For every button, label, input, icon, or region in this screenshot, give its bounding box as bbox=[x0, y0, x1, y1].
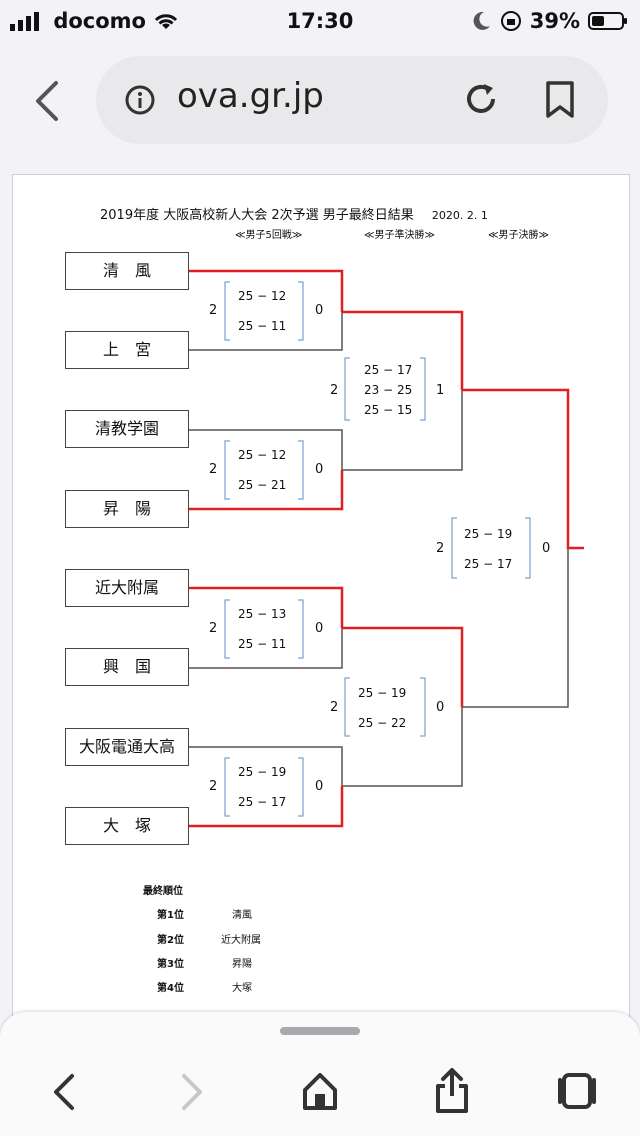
match-sets-won: 1 bbox=[436, 383, 445, 398]
team-name: 上 宮 bbox=[102, 340, 151, 359]
match-sets-won: 2 bbox=[330, 700, 339, 715]
set-score: 25 − 21 bbox=[238, 478, 287, 492]
battery-percent: 39% bbox=[529, 9, 580, 33]
team-name: 昇 陽 bbox=[102, 499, 151, 518]
team-box: 上 宮 bbox=[65, 331, 189, 369]
carrier-label: docomo bbox=[53, 9, 146, 33]
set-score: 25 − 22 bbox=[358, 716, 407, 730]
document-title: 2019年度 大阪高校新人大会 2次予選 男子最終日結果 2020. 2. 1 bbox=[100, 204, 488, 223]
match-sets-won: 2 bbox=[436, 541, 445, 556]
bookmark-icon[interactable] bbox=[544, 80, 576, 120]
document-page bbox=[12, 174, 630, 1046]
match-sets-won: 2 bbox=[209, 621, 218, 636]
match-sets-won: 2 bbox=[209, 462, 218, 477]
team-name: 清 風 bbox=[102, 261, 151, 280]
match-sets-won: 0 bbox=[315, 462, 324, 477]
team-box: 興 国 bbox=[65, 648, 189, 686]
battery-icon bbox=[588, 12, 627, 30]
round-label-semifinal: ≪男子準決勝≫ bbox=[364, 230, 435, 241]
set-score: 25 − 19 bbox=[464, 527, 513, 541]
team-box: 昇 陽 bbox=[65, 490, 189, 528]
set-score: 25 − 17 bbox=[464, 557, 513, 571]
team-box: 清教学園 bbox=[65, 410, 189, 448]
set-score: 25 − 17 bbox=[364, 363, 413, 377]
tabs-icon[interactable] bbox=[556, 1070, 598, 1112]
team-box: 大 塚 bbox=[65, 807, 189, 845]
set-score: 25 − 13 bbox=[238, 607, 287, 621]
carrier: docomo bbox=[10, 9, 179, 33]
team-box: 大阪電通大高 bbox=[65, 728, 189, 766]
info-icon[interactable] bbox=[124, 84, 156, 116]
document-date: 2020. 2. 1 bbox=[431, 209, 488, 222]
match-sets-won: 0 bbox=[315, 779, 324, 794]
set-score: 25 − 12 bbox=[238, 448, 287, 462]
standings-team: 昇陽 bbox=[232, 959, 252, 970]
team-box: 近大附属 bbox=[65, 569, 189, 607]
standings-team: 近大附属 bbox=[221, 935, 261, 946]
round-label-5th: ≪男子5回戦≫ bbox=[235, 230, 303, 241]
match-sets-won: 0 bbox=[315, 621, 324, 636]
moon-icon bbox=[473, 11, 490, 30]
team-name: 清教学園 bbox=[94, 419, 159, 438]
standings-place: 第4位 bbox=[157, 983, 184, 994]
reload-icon[interactable] bbox=[462, 80, 500, 118]
set-score: 25 − 19 bbox=[238, 765, 287, 779]
back-chevron-icon[interactable] bbox=[32, 80, 62, 122]
set-score: 25 − 12 bbox=[238, 289, 287, 303]
round-label-final: ≪男子決勝≫ bbox=[488, 230, 549, 241]
status-right: 39% bbox=[470, 9, 628, 33]
match-sets-won: 2 bbox=[209, 303, 218, 318]
standings-title: 最終順位 bbox=[143, 886, 183, 897]
share-icon[interactable] bbox=[434, 1066, 470, 1114]
signal-icon bbox=[10, 12, 39, 31]
address-bar[interactable] bbox=[96, 56, 608, 144]
team-name: 大阪電通大高 bbox=[78, 737, 175, 756]
url-text[interactable]: ova.gr.jp bbox=[177, 76, 324, 116]
set-score: 25 − 17 bbox=[238, 795, 287, 809]
match-sets-won: 2 bbox=[209, 779, 218, 794]
grab-handle[interactable] bbox=[280, 1027, 360, 1035]
team-name: 興 国 bbox=[102, 657, 151, 676]
wifi-icon bbox=[155, 14, 178, 29]
match-sets-won: 2 bbox=[330, 383, 339, 398]
team-box: 清 風 bbox=[65, 252, 189, 290]
match-sets-won: 0 bbox=[542, 541, 551, 556]
set-score: 25 − 11 bbox=[238, 319, 287, 333]
back-icon[interactable] bbox=[50, 1072, 78, 1112]
home-icon[interactable] bbox=[300, 1070, 340, 1112]
status-bar: docomo 17:30 39% bbox=[0, 0, 640, 44]
forward-icon[interactable] bbox=[178, 1072, 206, 1112]
standings-team: 大塚 bbox=[232, 983, 252, 994]
team-name: 大 塚 bbox=[102, 816, 151, 835]
set-score: 23 − 25 bbox=[364, 383, 413, 397]
set-score: 25 − 15 bbox=[364, 403, 413, 417]
set-score: 25 − 19 bbox=[358, 686, 407, 700]
standings-place: 第3位 bbox=[157, 959, 184, 970]
match-sets-won: 0 bbox=[315, 303, 324, 318]
team-name: 近大附属 bbox=[94, 578, 159, 597]
clock: 17:30 bbox=[286, 9, 354, 33]
standings-place: 第1位 bbox=[157, 910, 184, 921]
set-score: 25 − 11 bbox=[238, 637, 287, 651]
match-sets-won: 0 bbox=[436, 700, 445, 715]
standings-place: 第2位 bbox=[157, 935, 184, 946]
standings-team: 清風 bbox=[232, 910, 252, 921]
orientation-lock-icon bbox=[500, 11, 521, 31]
title-text: 2019年度 大阪高校新人大会 2次予選 男子最終日結果 bbox=[100, 208, 414, 223]
